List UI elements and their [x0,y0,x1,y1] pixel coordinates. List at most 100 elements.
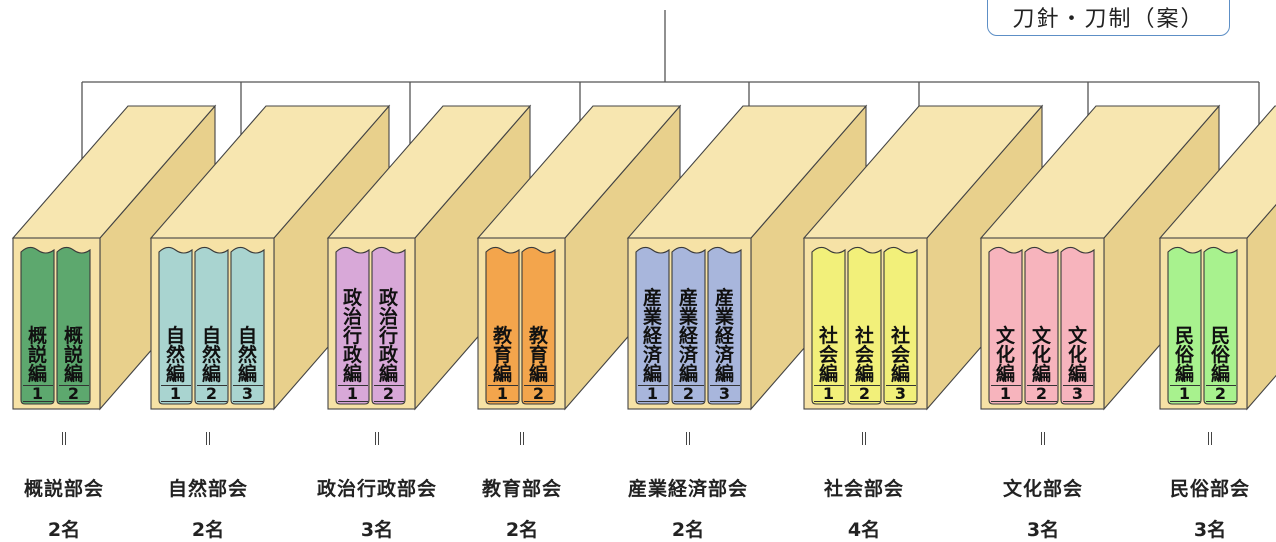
book-title-char: 行 [378,325,398,347]
book-title-char: 文 [1067,325,1087,347]
book-title-char: 概 [63,325,83,347]
book-title-char: 民 [1210,325,1230,347]
book-title-char: 然 [165,344,185,366]
book-title-char: 行 [342,325,362,347]
book-title-char: 化 [1031,344,1051,366]
book-title-char: 文 [1031,325,1051,347]
book-title-char: 政 [342,344,362,366]
top-node-box: 刀針・刀制（案） [987,0,1230,36]
book-title-char: 会 [890,344,910,366]
committee-name: 文化部会 [1002,478,1083,500]
committee-member-count: 2名 [191,519,225,541]
book-title-char: 社 [818,325,838,347]
book-title-char: 編 [201,363,221,385]
book-volume-number: 2 [1205,385,1236,402]
book-title-char: 社 [854,325,874,347]
committee-member-count: 2名 [505,519,539,541]
book-title-char: 編 [342,363,362,385]
book-title-char: 編 [1174,363,1194,385]
book-spine [1024,246,1059,405]
book-volume-number: 2 [373,385,404,402]
book-volume-number: 3 [232,385,263,402]
book-spine [158,246,193,405]
book-title-char: 済 [714,344,734,366]
book-title-char: 編 [492,363,512,385]
book-title-char: 然 [237,344,257,366]
book-title-char: 編 [714,363,734,385]
book-title-char: 編 [165,363,185,385]
book-title-char: 経 [714,325,734,347]
book-title-char: 編 [678,363,698,385]
committee-name: 社会部会 [823,478,904,500]
book-title-char: 編 [1031,363,1051,385]
book-volume-number: 2 [58,385,89,402]
committee-member-count: 3名 [360,519,394,541]
book-spine [371,246,406,405]
book-spine [521,246,556,405]
book-title-char: 済 [642,344,662,366]
book-title-char: 会 [818,344,838,366]
committee-member-count: 3名 [1193,519,1227,541]
book-spine [635,246,670,405]
book-volume-number: 1 [487,385,518,402]
book-spine [707,246,742,405]
book-title-char: 編 [63,363,83,385]
committee-member-count: 2名 [47,519,81,541]
book-title-char: 経 [642,325,662,347]
book-title-char: 育 [492,344,512,366]
book-title-char: 業 [678,306,698,328]
book-spine [988,246,1023,405]
top-node-label: 刀針・刀制（案） [1012,7,1205,32]
book-spine [56,246,91,405]
book-title-char: 編 [818,363,838,385]
book-volume-number: 2 [849,385,880,402]
book-title-char: 自 [237,325,257,347]
book-title-char: 編 [378,363,398,385]
book-spine [335,246,370,405]
book-title-char: 経 [678,325,698,347]
book-title-char: 編 [854,363,874,385]
book-title-char: 産 [714,287,734,309]
book-title-char: 治 [342,306,362,328]
book-title-char: 民 [1174,325,1194,347]
book-volume-number: 3 [885,385,916,402]
committee-name: 自然部会 [167,478,248,500]
book-volume-number: 1 [990,385,1021,402]
book-title-char: 産 [678,287,698,309]
book-volume-number: 1 [22,385,53,402]
book-title-char: 然 [201,344,221,366]
book-title-char: 業 [714,306,734,328]
book-spine [194,246,229,405]
book-title-char: 自 [201,325,221,347]
committee-name: 民俗部会 [1169,478,1250,500]
book-volume-number: 1 [337,385,368,402]
book-spine [671,246,706,405]
book-title-char: 編 [642,363,662,385]
book-title-char: 概 [27,325,47,347]
book-title-char: 会 [854,344,874,366]
book-title-char: 編 [1067,363,1087,385]
book-title-char: 俗 [1210,344,1230,366]
book-title-char: 編 [890,363,910,385]
book-volume-number: 1 [160,385,191,402]
book-title-char: 育 [528,344,548,366]
book-title-char: 化 [995,344,1015,366]
book-title-char: 教 [528,325,548,347]
book-title-char: 治 [378,306,398,328]
book-volume-number: 2 [196,385,227,402]
book-title-char: 説 [27,344,47,366]
